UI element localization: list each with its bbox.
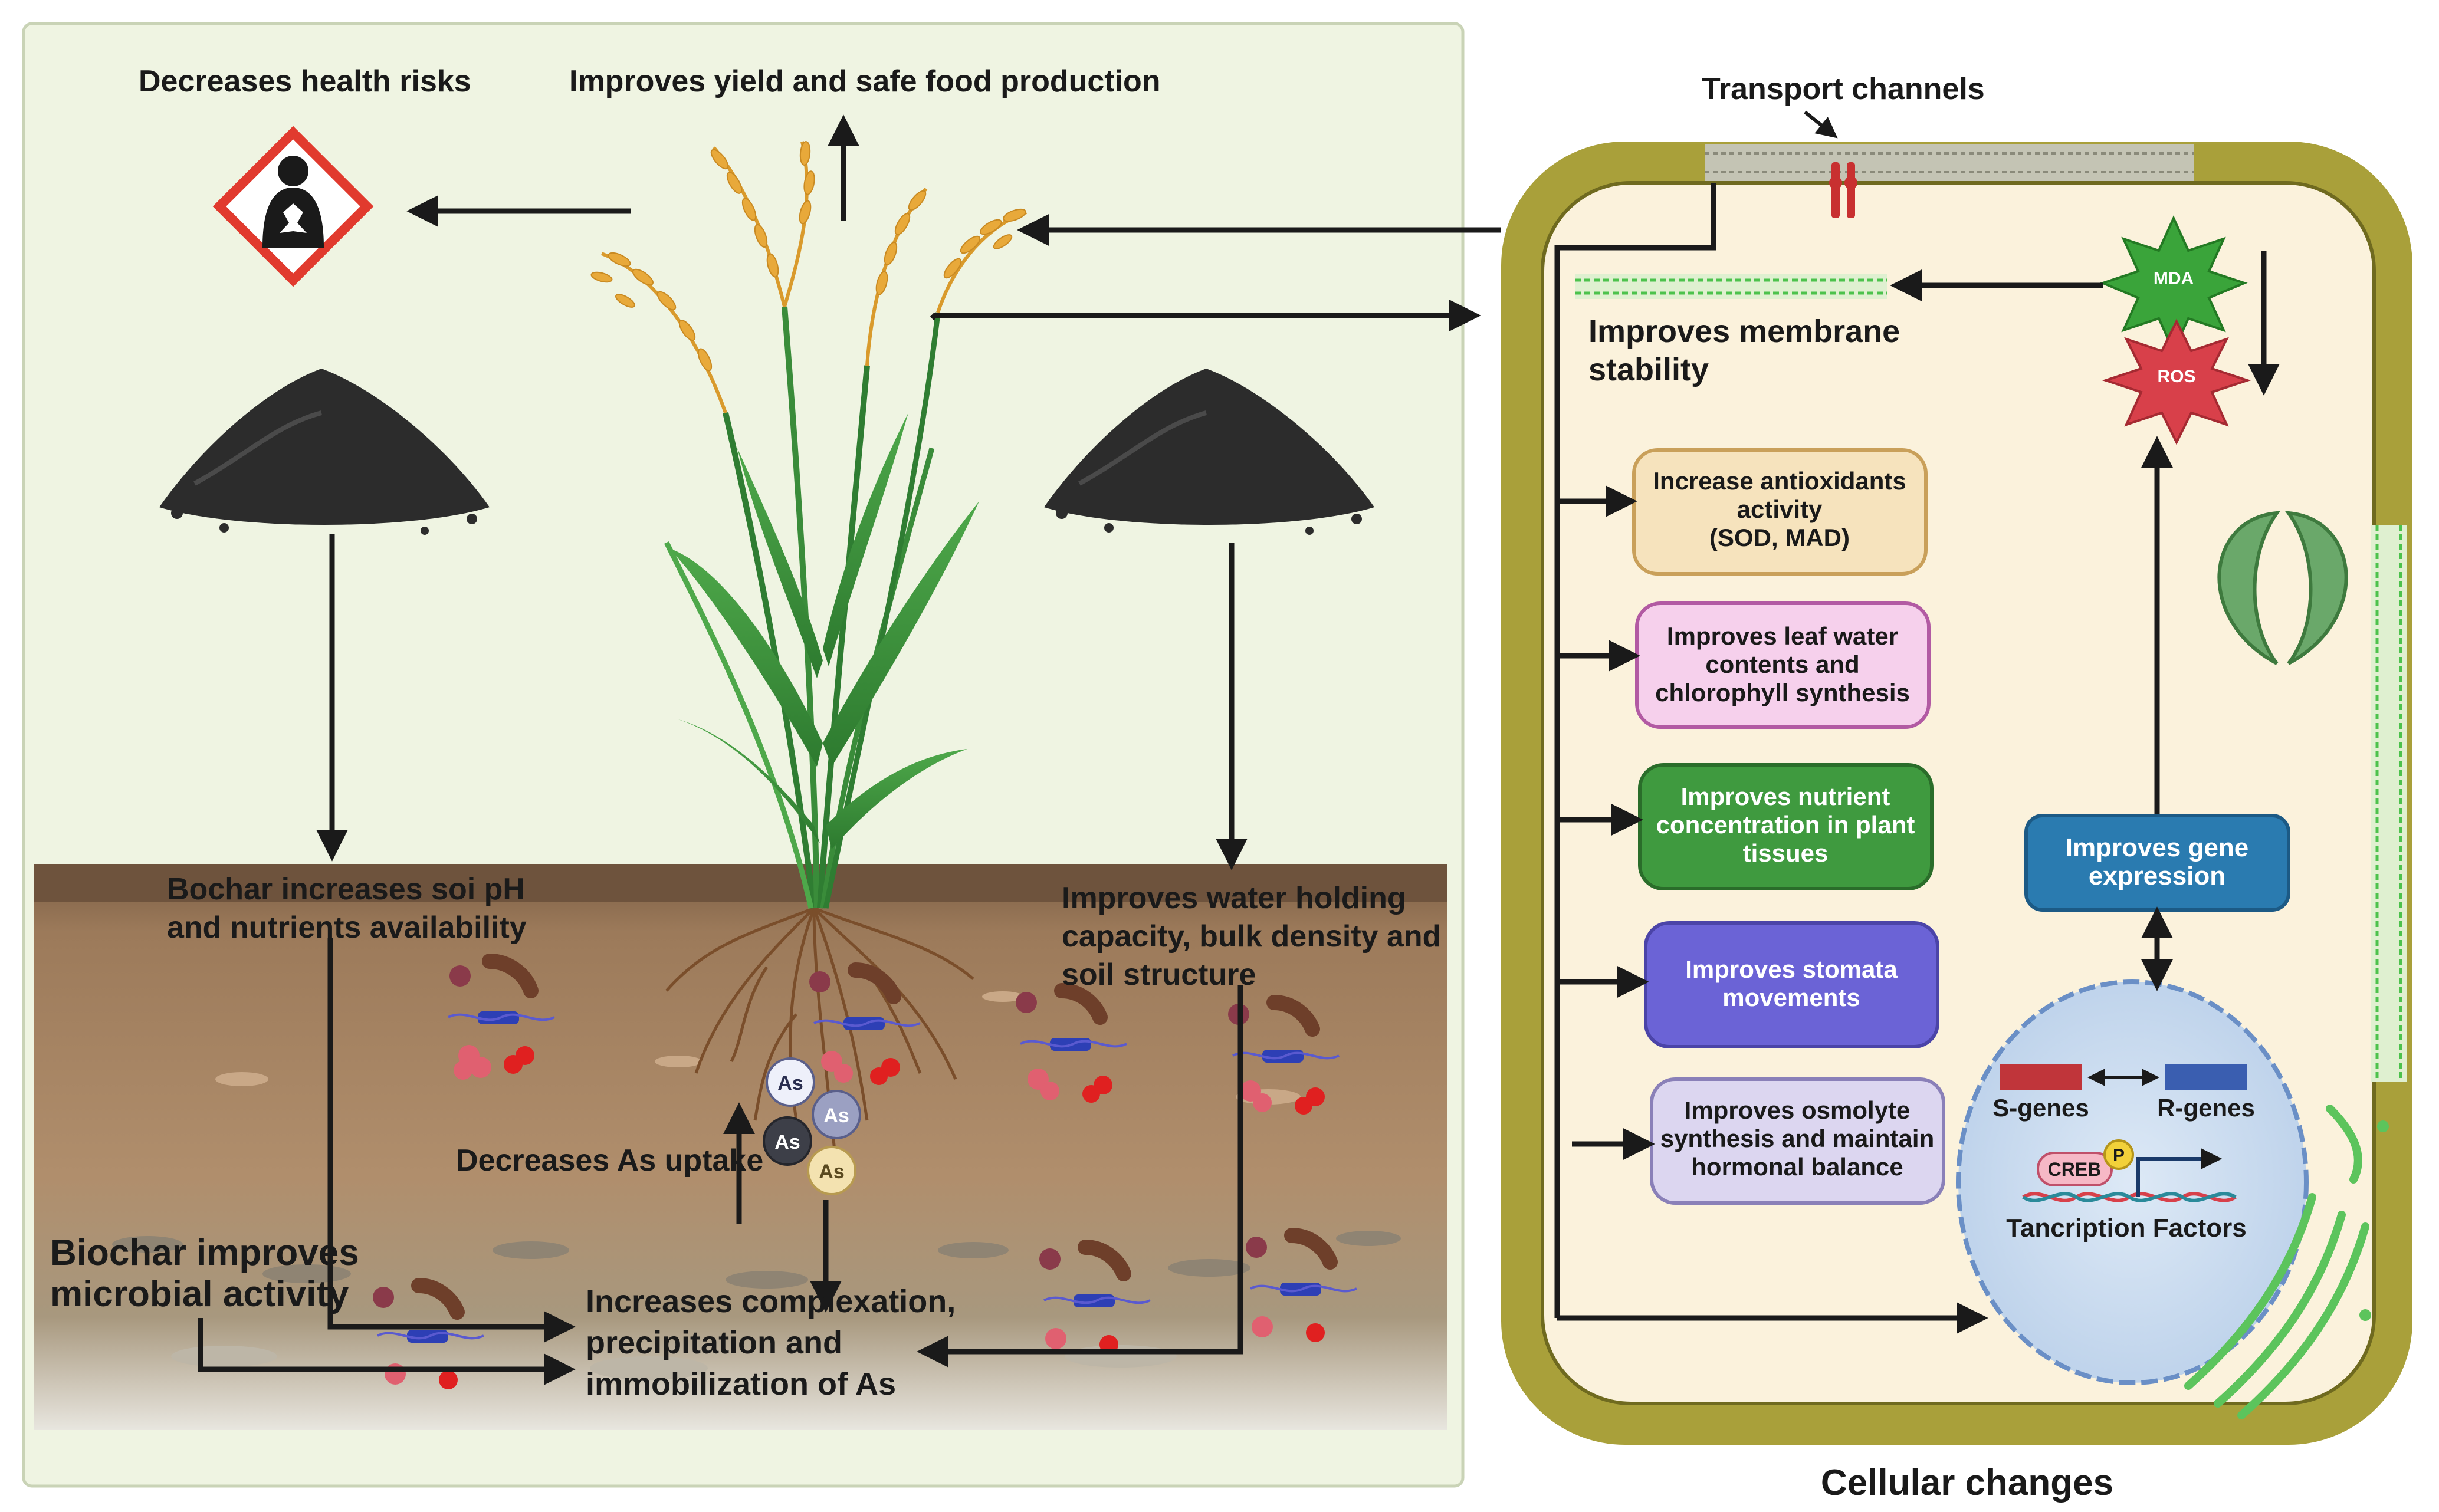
label-complexation-1: Increases complexation, — [586, 1284, 956, 1319]
box-antioxidants-line-1: Increase antioxidants — [1653, 467, 1906, 495]
box-gene-expression: Improves gene expression — [2024, 814, 2290, 912]
label-microbial-2: microbial activity — [50, 1274, 349, 1314]
rice-panicles — [590, 141, 1027, 414]
box-stomata: Improves stomata movements — [1644, 921, 1939, 1048]
label-membrane-1: Improves membrane — [1588, 314, 1900, 349]
arrow-plant-to-cell — [930, 300, 1481, 331]
microbes-2 — [809, 962, 921, 1085]
label-membrane-2: stability — [1588, 352, 1709, 387]
biochar-pile-right — [1044, 369, 1374, 535]
as-particle-4 — [807, 1146, 856, 1195]
gene-expression-line-1: Improves gene — [2066, 833, 2249, 862]
box-osmolyte: Improves osmolyte synthesis and maintain… — [1650, 1077, 1945, 1205]
box-leaf-water-line-1: Improves leaf water — [1667, 622, 1898, 650]
box-stomata-line-1: Improves stomata — [1685, 955, 1898, 983]
r-genes-bar — [2165, 1064, 2247, 1090]
caption-cellular-changes: Cellular changes — [1821, 1462, 2113, 1503]
tf-label: Tancription Factors — [2006, 1214, 2246, 1243]
microbes-4 — [1228, 995, 1340, 1115]
arrow-transport — [1804, 110, 1838, 139]
label-complexation-2: precipitation and — [586, 1325, 842, 1360]
arrow-ph-to-complexation — [327, 938, 576, 1343]
box-osmolyte-line-1: Improves osmolyte — [1685, 1096, 1911, 1124]
box-leaf-water: Improves leaf water contents and chlorop… — [1635, 601, 1931, 729]
label-soil-ph-2: and nutrients availability — [167, 911, 527, 945]
transport-channel-membrane — [1705, 144, 2194, 218]
microbes-3 — [1016, 983, 1127, 1103]
label-soil-ph-1: Bochar increases soi pH — [167, 872, 525, 906]
label-yield: Improves yield and safe food production — [569, 64, 1161, 98]
ros-label: ROS — [2157, 367, 2195, 386]
box-nutrient-line-3: tissues — [1743, 839, 1829, 867]
arrow-water-to-complexation — [917, 985, 1243, 1368]
box-nutrient-line-2: concentration in plant — [1656, 811, 1915, 839]
nucleus: S-genes R-genes CREB P Tancription Facto… — [1956, 979, 2309, 1385]
as-particle-1 — [766, 1057, 815, 1107]
box-osmolyte-line-3: hormonal balance — [1691, 1153, 1903, 1181]
box-antioxidants-line-3: (SOD, MAD) — [1709, 524, 1850, 551]
label-as-uptake: Decreases As uptake — [456, 1143, 763, 1178]
label-complexation-3: immobilization of As — [586, 1366, 896, 1402]
ros-star: ROS — [2102, 318, 2251, 445]
left-arrows — [198, 114, 1501, 1385]
r-genes-label: R-genes — [2157, 1094, 2255, 1122]
arrow-microbial-to-complexation — [198, 1318, 576, 1385]
microbes-7 — [1246, 1228, 1357, 1342]
label-water-3: soil structure — [1062, 958, 1256, 992]
health-hazard-icon — [212, 126, 374, 287]
biochar-pile-left — [159, 369, 490, 535]
p-circle — [2103, 1139, 2134, 1170]
side-membrane-strip — [2371, 525, 2407, 1082]
box-antioxidants: Increase antioxidants activity (SOD, MAD… — [1632, 448, 1928, 576]
transcription-arrow — [2136, 1148, 2223, 1197]
box-nutrient: Improves nutrient concentration in plant… — [1638, 763, 1934, 890]
stomata-icon — [2217, 511, 2348, 665]
s-genes-label: S-genes — [1992, 1094, 2089, 1122]
box-antioxidants-line-2: activity — [1737, 495, 1823, 523]
microbes-6 — [1039, 1240, 1151, 1354]
arrow-membrane-top-to-left — [1554, 183, 1716, 1318]
rice-plant — [664, 306, 979, 909]
box-leaf-water-line-3: chlorophyll synthesis — [1655, 679, 1910, 706]
as-label-1: As — [777, 1072, 803, 1094]
s-genes-bar — [2000, 1064, 2082, 1090]
as-particle-3 — [763, 1116, 812, 1166]
as-particle-2 — [812, 1090, 861, 1139]
creb-pill — [2037, 1152, 2113, 1186]
box-nutrient-line-1: Improves nutrient — [1681, 783, 1890, 810]
golgi-icon — [2184, 1105, 2389, 1419]
microbes-1 — [448, 954, 555, 1080]
as-label-4: As — [819, 1161, 844, 1183]
box-osmolyte-line-2: synthesis and maintain — [1660, 1125, 1934, 1152]
gene-expression-line-2: expression — [2089, 862, 2225, 890]
membrane-stability-stripe — [1575, 274, 1887, 299]
label-water-1: Improves water holding — [1062, 881, 1406, 915]
arsenic-particles: As As As As — [763, 1057, 861, 1195]
right-arrows — [1554, 183, 2280, 1334]
as-label-2: As — [823, 1105, 849, 1127]
box-leaf-water-line-2: contents and — [1705, 650, 1859, 678]
label-transport: Transport channels — [1702, 72, 1985, 106]
label-microbial-1: Biochar improves — [50, 1232, 359, 1273]
p-label: P — [2113, 1146, 2125, 1165]
mda-label: MDA — [2154, 269, 2194, 288]
creb-label: CREB — [2048, 1159, 2102, 1180]
label-water-2: capacity, bulk density and — [1062, 919, 1441, 954]
box-stomata-line-2: movements — [1722, 984, 1860, 1011]
as-label-3: As — [774, 1131, 800, 1153]
label-health-risks: Decreases health risks — [139, 64, 471, 98]
